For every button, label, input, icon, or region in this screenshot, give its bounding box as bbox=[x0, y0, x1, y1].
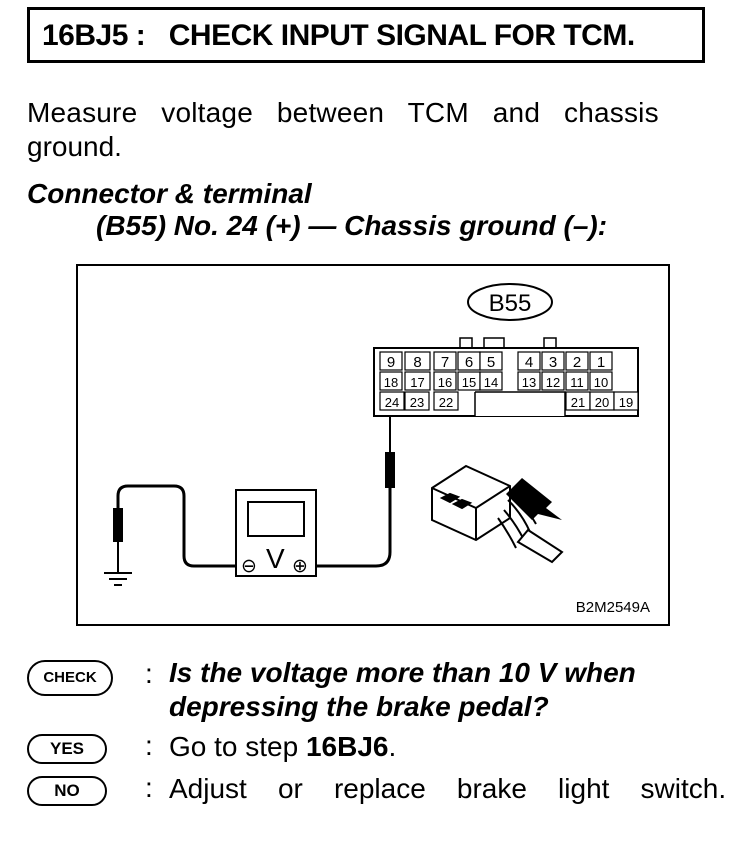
connector-name: B55 bbox=[489, 290, 532, 317]
terminal-number: 24 bbox=[385, 395, 399, 410]
terminal-number: 13 bbox=[522, 375, 536, 390]
connector-callout: B55 bbox=[467, 283, 553, 321]
terminal-cell bbox=[379, 371, 403, 391]
check-question: Is the voltage more than 10 V when depre… bbox=[169, 656, 709, 724]
terminal-cell bbox=[479, 371, 503, 391]
terminal-cell bbox=[589, 371, 613, 391]
no-row: NO : Adjust or replace brake light switc… bbox=[27, 771, 727, 807]
terminal-cell bbox=[379, 351, 403, 371]
terminal-cell bbox=[379, 391, 405, 411]
terminal-number: 2 bbox=[573, 354, 581, 371]
check-row: CHECK : Is the voltage more than 10 V wh… bbox=[27, 655, 727, 725]
connector-detail: (B55) No. 24 (+) — Chassis ground (–): bbox=[96, 210, 608, 241]
terminal-number: 15 bbox=[462, 375, 476, 390]
connector-label: Connector & terminal bbox=[27, 178, 312, 209]
instruction-text: Measure voltage between TCM and chassis … bbox=[27, 96, 711, 164]
minus-terminal-icon: ⊖ bbox=[241, 555, 257, 577]
yes-row: YES : Go to step 16BJ6. bbox=[27, 730, 727, 766]
terminal-cell bbox=[541, 371, 565, 391]
plus-terminal-icon: ⊕ bbox=[292, 555, 308, 577]
yes-text: Go to step 16BJ6. bbox=[169, 730, 396, 764]
terminal-number: 7 bbox=[441, 354, 449, 371]
yes-badge: YES bbox=[27, 734, 107, 764]
yes-prefix: Go to step bbox=[169, 731, 306, 762]
terminal-cell bbox=[404, 391, 430, 411]
terminal-cell bbox=[404, 351, 431, 371]
terminal-number: 10 bbox=[594, 375, 608, 390]
terminal-cell bbox=[433, 351, 457, 371]
terminal-number: 12 bbox=[546, 375, 560, 390]
no-text: Adjust or replace brake light switch. bbox=[169, 773, 727, 804]
terminal-cell bbox=[479, 351, 503, 371]
terminal-number: 14 bbox=[484, 375, 498, 390]
yes-step-link[interactable]: 16BJ6 bbox=[305, 731, 389, 762]
instruction-line-1: Measure voltage between TCM and chassis bbox=[27, 97, 659, 128]
terminal-number: 9 bbox=[387, 354, 395, 371]
no-colon: : bbox=[145, 772, 153, 803]
check-badge: CHECK bbox=[27, 660, 113, 696]
voltmeter: ⊖ V ⊕ bbox=[235, 489, 317, 577]
terminal-number: 19 bbox=[619, 395, 633, 410]
question-line-1: Is the voltage more than 10 V when bbox=[169, 657, 636, 688]
terminal-number: 11 bbox=[570, 375, 584, 390]
step-title: 16BJ5 : CHECK INPUT SIGNAL FOR TCM. bbox=[42, 19, 635, 52]
terminal-number: 21 bbox=[571, 395, 585, 410]
terminal-number: 5 bbox=[487, 354, 495, 371]
step-title-box: 16BJ5 : CHECK INPUT SIGNAL FOR TCM. bbox=[27, 7, 705, 63]
terminal-number: 8 bbox=[413, 354, 421, 371]
terminal-cell bbox=[517, 351, 541, 371]
terminal-number: 20 bbox=[595, 395, 609, 410]
terminal-number: 1 bbox=[597, 354, 605, 371]
terminal-number: 3 bbox=[549, 354, 557, 371]
terminal-number: 16 bbox=[438, 375, 452, 390]
terminal-cell bbox=[433, 391, 459, 411]
terminal-cell bbox=[541, 351, 565, 371]
terminal-cell bbox=[565, 371, 589, 391]
no-badge: NO bbox=[27, 776, 107, 806]
yes-colon: : bbox=[145, 730, 153, 761]
terminal-number: 4 bbox=[525, 354, 533, 371]
question-line-2: depressing the brake pedal? bbox=[169, 691, 549, 722]
terminal-number: 6 bbox=[465, 354, 473, 371]
connector-sketch bbox=[431, 464, 564, 564]
terminal-cell bbox=[613, 391, 639, 411]
terminal-cell bbox=[433, 371, 457, 391]
voltmeter-symbol: V bbox=[266, 543, 285, 574]
ground-symbol bbox=[104, 572, 132, 586]
terminal-cell bbox=[404, 371, 431, 391]
yes-suffix: . bbox=[388, 731, 397, 762]
terminal-cell bbox=[589, 351, 613, 371]
wiring bbox=[113, 416, 395, 572]
check-colon: : bbox=[145, 658, 153, 689]
terminal-cell bbox=[565, 351, 589, 371]
terminal-cell bbox=[517, 371, 541, 391]
terminal-number: 18 bbox=[384, 375, 398, 390]
figure-code: B2M2549A bbox=[576, 599, 650, 616]
terminal-number: 17 bbox=[410, 375, 424, 390]
instruction-line-2: ground. bbox=[27, 131, 122, 162]
terminal-number: 22 bbox=[439, 395, 453, 410]
terminal-number: 23 bbox=[410, 395, 424, 410]
